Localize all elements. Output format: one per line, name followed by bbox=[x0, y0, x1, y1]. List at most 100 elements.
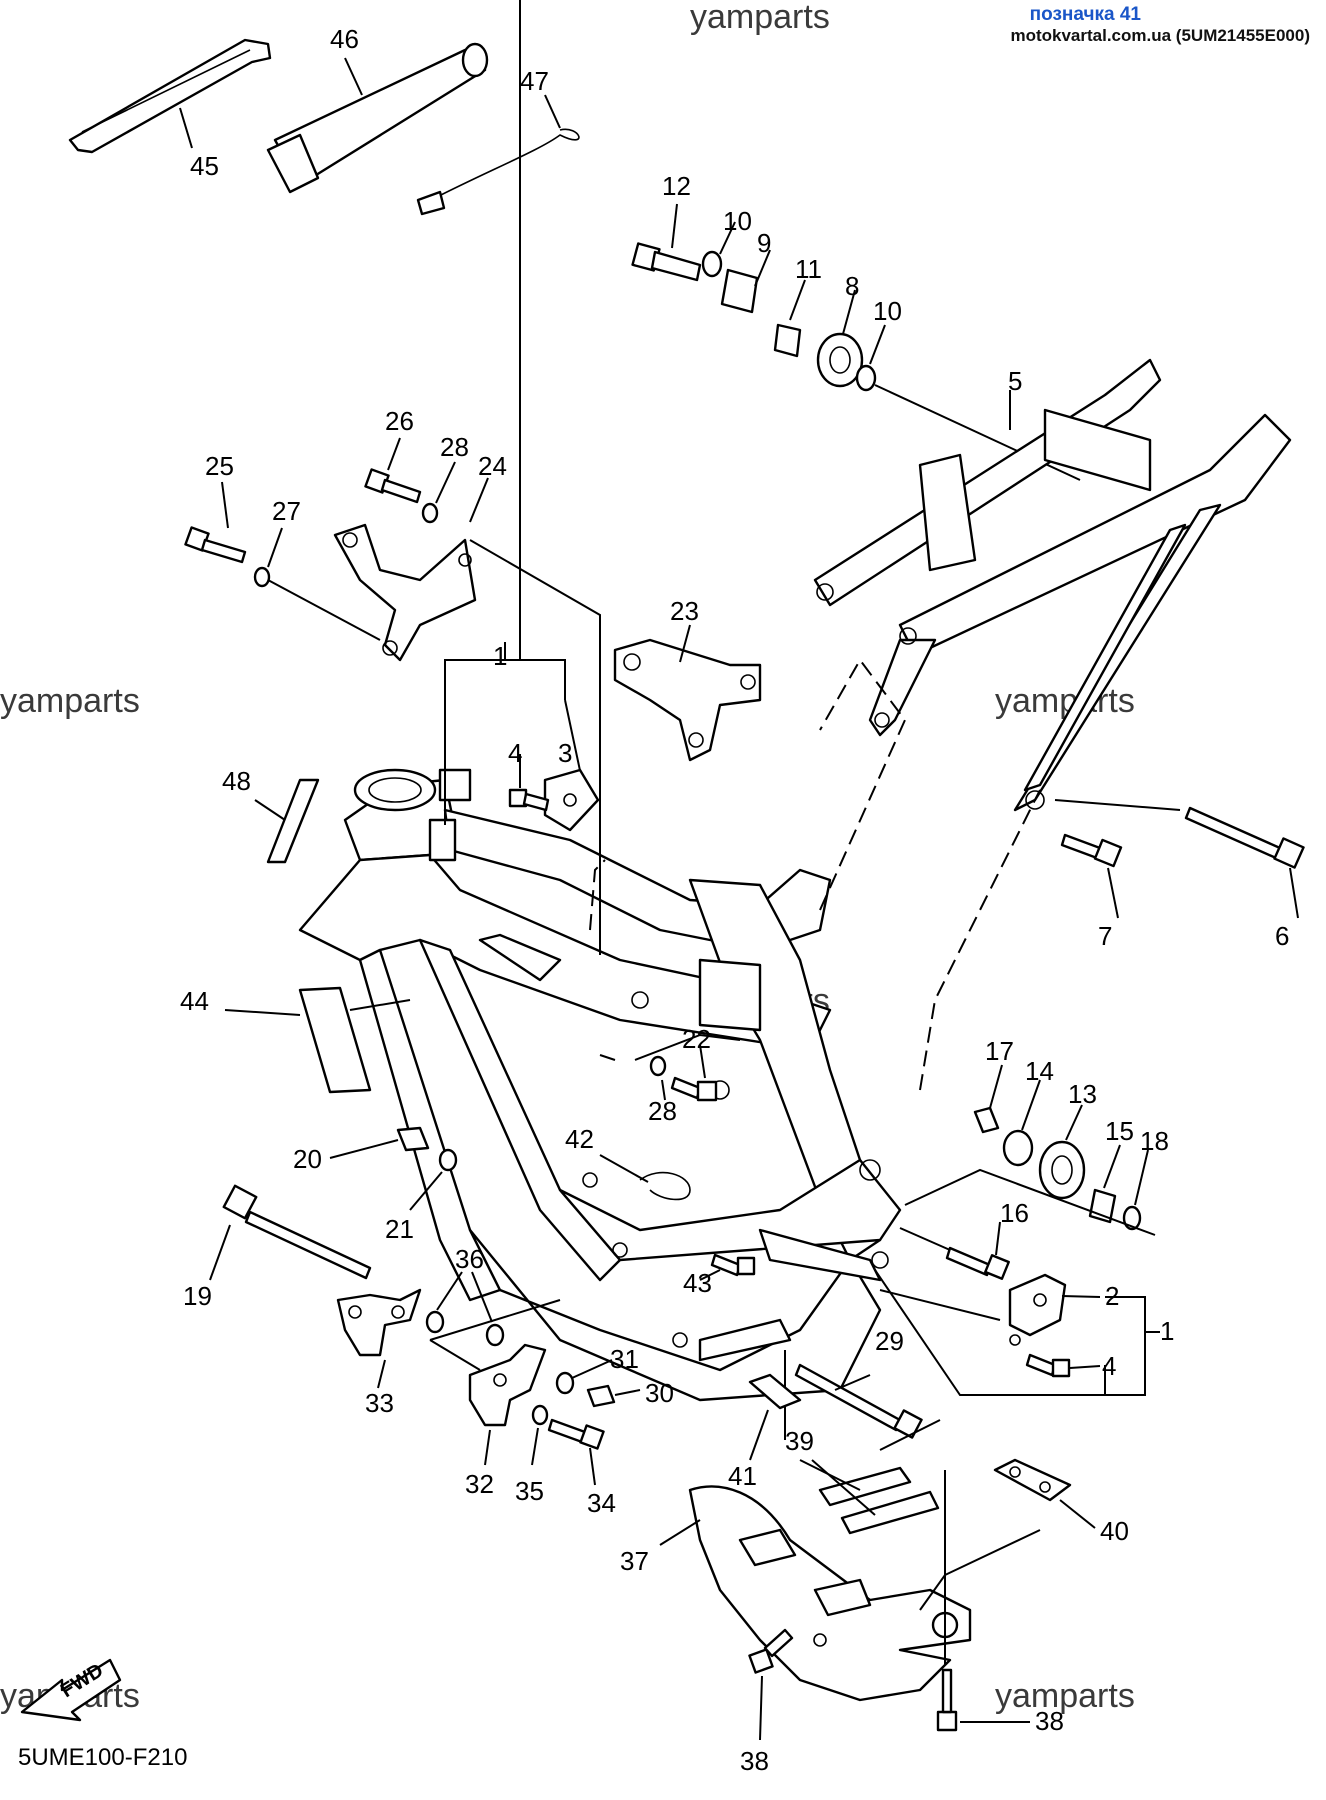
bolt-26 bbox=[364, 468, 422, 504]
callout-24: 24 bbox=[478, 451, 507, 481]
callout-8: 8 bbox=[845, 271, 859, 301]
callout-17: 17 bbox=[985, 1036, 1014, 1066]
washer-10-right bbox=[855, 364, 877, 392]
callout-28a: 28 bbox=[440, 432, 469, 462]
tool-box-wrench-46 bbox=[266, 42, 489, 194]
collar-15 bbox=[1088, 1188, 1117, 1224]
bolt-25 bbox=[184, 526, 247, 564]
reference-label: позначка 41 bbox=[1029, 4, 1141, 25]
callout-6: 6 bbox=[1275, 921, 1289, 951]
washer-31 bbox=[555, 1371, 575, 1395]
sticker-44 bbox=[298, 986, 372, 1094]
callout-28b: 28 bbox=[648, 1096, 677, 1126]
clip-42 bbox=[639, 1171, 691, 1201]
callout-36: 36 bbox=[455, 1244, 484, 1274]
callout-44: 44 bbox=[180, 986, 209, 1016]
callout-46: 46 bbox=[330, 24, 359, 54]
callout-45: 45 bbox=[190, 151, 219, 181]
callout-23: 23 bbox=[670, 596, 699, 626]
collar-9 bbox=[720, 268, 759, 314]
callout-19: 19 bbox=[183, 1281, 212, 1311]
bolt-6 bbox=[1184, 806, 1305, 869]
pivot-bolt-12 bbox=[631, 242, 702, 282]
callout-37: 37 bbox=[620, 1546, 649, 1576]
rear-subframe-5 bbox=[813, 358, 1292, 812]
bolt-16 bbox=[945, 1246, 1010, 1280]
callout-35: 35 bbox=[515, 1476, 544, 1506]
callout-25: 25 bbox=[205, 451, 234, 481]
callout-14: 14 bbox=[1025, 1056, 1054, 1086]
washer-18 bbox=[1122, 1205, 1142, 1231]
callout-30: 30 bbox=[645, 1378, 674, 1408]
tool-wire-47 bbox=[416, 128, 580, 216]
watermark-right: yamparts bbox=[995, 682, 1135, 720]
bracket-2 bbox=[1008, 1273, 1067, 1346]
callout-26: 26 bbox=[385, 406, 414, 436]
washer-36-b bbox=[485, 1323, 505, 1347]
callout-29: 29 bbox=[875, 1326, 904, 1356]
washer-28-mid bbox=[649, 1055, 667, 1077]
callout-21: 21 bbox=[385, 1214, 414, 1244]
bracket-33 bbox=[336, 1288, 422, 1357]
callout-2: 2 bbox=[1105, 1281, 1119, 1311]
callout-41: 41 bbox=[728, 1461, 757, 1491]
callout-48: 48 bbox=[222, 766, 251, 796]
bushing-8 bbox=[816, 332, 864, 388]
bracket-32 bbox=[468, 1343, 547, 1427]
bolt-43 bbox=[710, 1253, 756, 1277]
engine-mount-24 bbox=[333, 523, 477, 662]
engine-mount-23 bbox=[613, 638, 762, 762]
callout-5: 5 bbox=[1008, 366, 1022, 396]
callout-34: 34 bbox=[587, 1488, 616, 1518]
callout-16: 16 bbox=[1000, 1198, 1029, 1228]
callout-27: 27 bbox=[272, 496, 301, 526]
callout-10b: 10 bbox=[873, 296, 902, 326]
washer-10-left bbox=[701, 250, 723, 278]
watermark-left: yamparts bbox=[0, 682, 140, 720]
damper-39-b bbox=[840, 1490, 940, 1535]
callout-42: 42 bbox=[565, 1124, 594, 1154]
washer-28-top bbox=[421, 502, 439, 524]
skid-plate-37 bbox=[688, 1485, 972, 1702]
main-frame-1 bbox=[298, 768, 902, 1402]
bolt-38-left bbox=[748, 1628, 794, 1674]
source-line: motokvartal.com.ua (5UM21455E000) bbox=[1010, 26, 1310, 45]
callout-40: 40 bbox=[1100, 1516, 1129, 1546]
washer-36-a bbox=[425, 1310, 445, 1334]
watermark-bottom-right: yamparts bbox=[995, 1677, 1135, 1715]
bolt-34 bbox=[547, 1418, 605, 1450]
damper-39-a bbox=[818, 1466, 912, 1507]
bolt-7 bbox=[1060, 833, 1123, 868]
callout-47: 47 bbox=[520, 66, 549, 96]
bolt-4-bottom bbox=[1025, 1353, 1071, 1378]
callout-3: 3 bbox=[558, 738, 572, 768]
sticker-48 bbox=[266, 778, 320, 864]
callout-1a: 1 bbox=[493, 641, 507, 671]
bolt-29 bbox=[794, 1363, 923, 1439]
callout-20: 20 bbox=[293, 1144, 322, 1174]
callout-13: 13 bbox=[1068, 1079, 1097, 1109]
bushing-13 bbox=[1038, 1140, 1086, 1200]
callout-43: 43 bbox=[683, 1268, 712, 1298]
callout-11: 11 bbox=[795, 254, 822, 284]
callout-31: 31 bbox=[610, 1344, 639, 1374]
callout-18: 18 bbox=[1140, 1126, 1169, 1156]
diagram-code: 5UME100-F210 bbox=[18, 1744, 188, 1771]
bolt-19 bbox=[222, 1184, 372, 1280]
bolt-4-top bbox=[508, 788, 550, 812]
washer-27 bbox=[253, 566, 271, 588]
bolt-22 bbox=[670, 1076, 718, 1102]
callout-38a: 38 bbox=[740, 1746, 769, 1776]
callout-7: 7 bbox=[1098, 921, 1112, 951]
callout-9: 9 bbox=[757, 228, 771, 258]
bracket-3 bbox=[543, 768, 600, 832]
nut-20 bbox=[396, 1126, 430, 1152]
nut-17 bbox=[973, 1106, 1000, 1134]
plate-40 bbox=[993, 1458, 1072, 1502]
nut-30 bbox=[586, 1384, 616, 1408]
callout-10a: 10 bbox=[723, 206, 752, 236]
callout-4a: 4 bbox=[508, 738, 522, 768]
callout-22: 22 bbox=[682, 1024, 711, 1054]
bolt-38-right bbox=[936, 1668, 958, 1732]
callout-12: 12 bbox=[662, 171, 691, 201]
